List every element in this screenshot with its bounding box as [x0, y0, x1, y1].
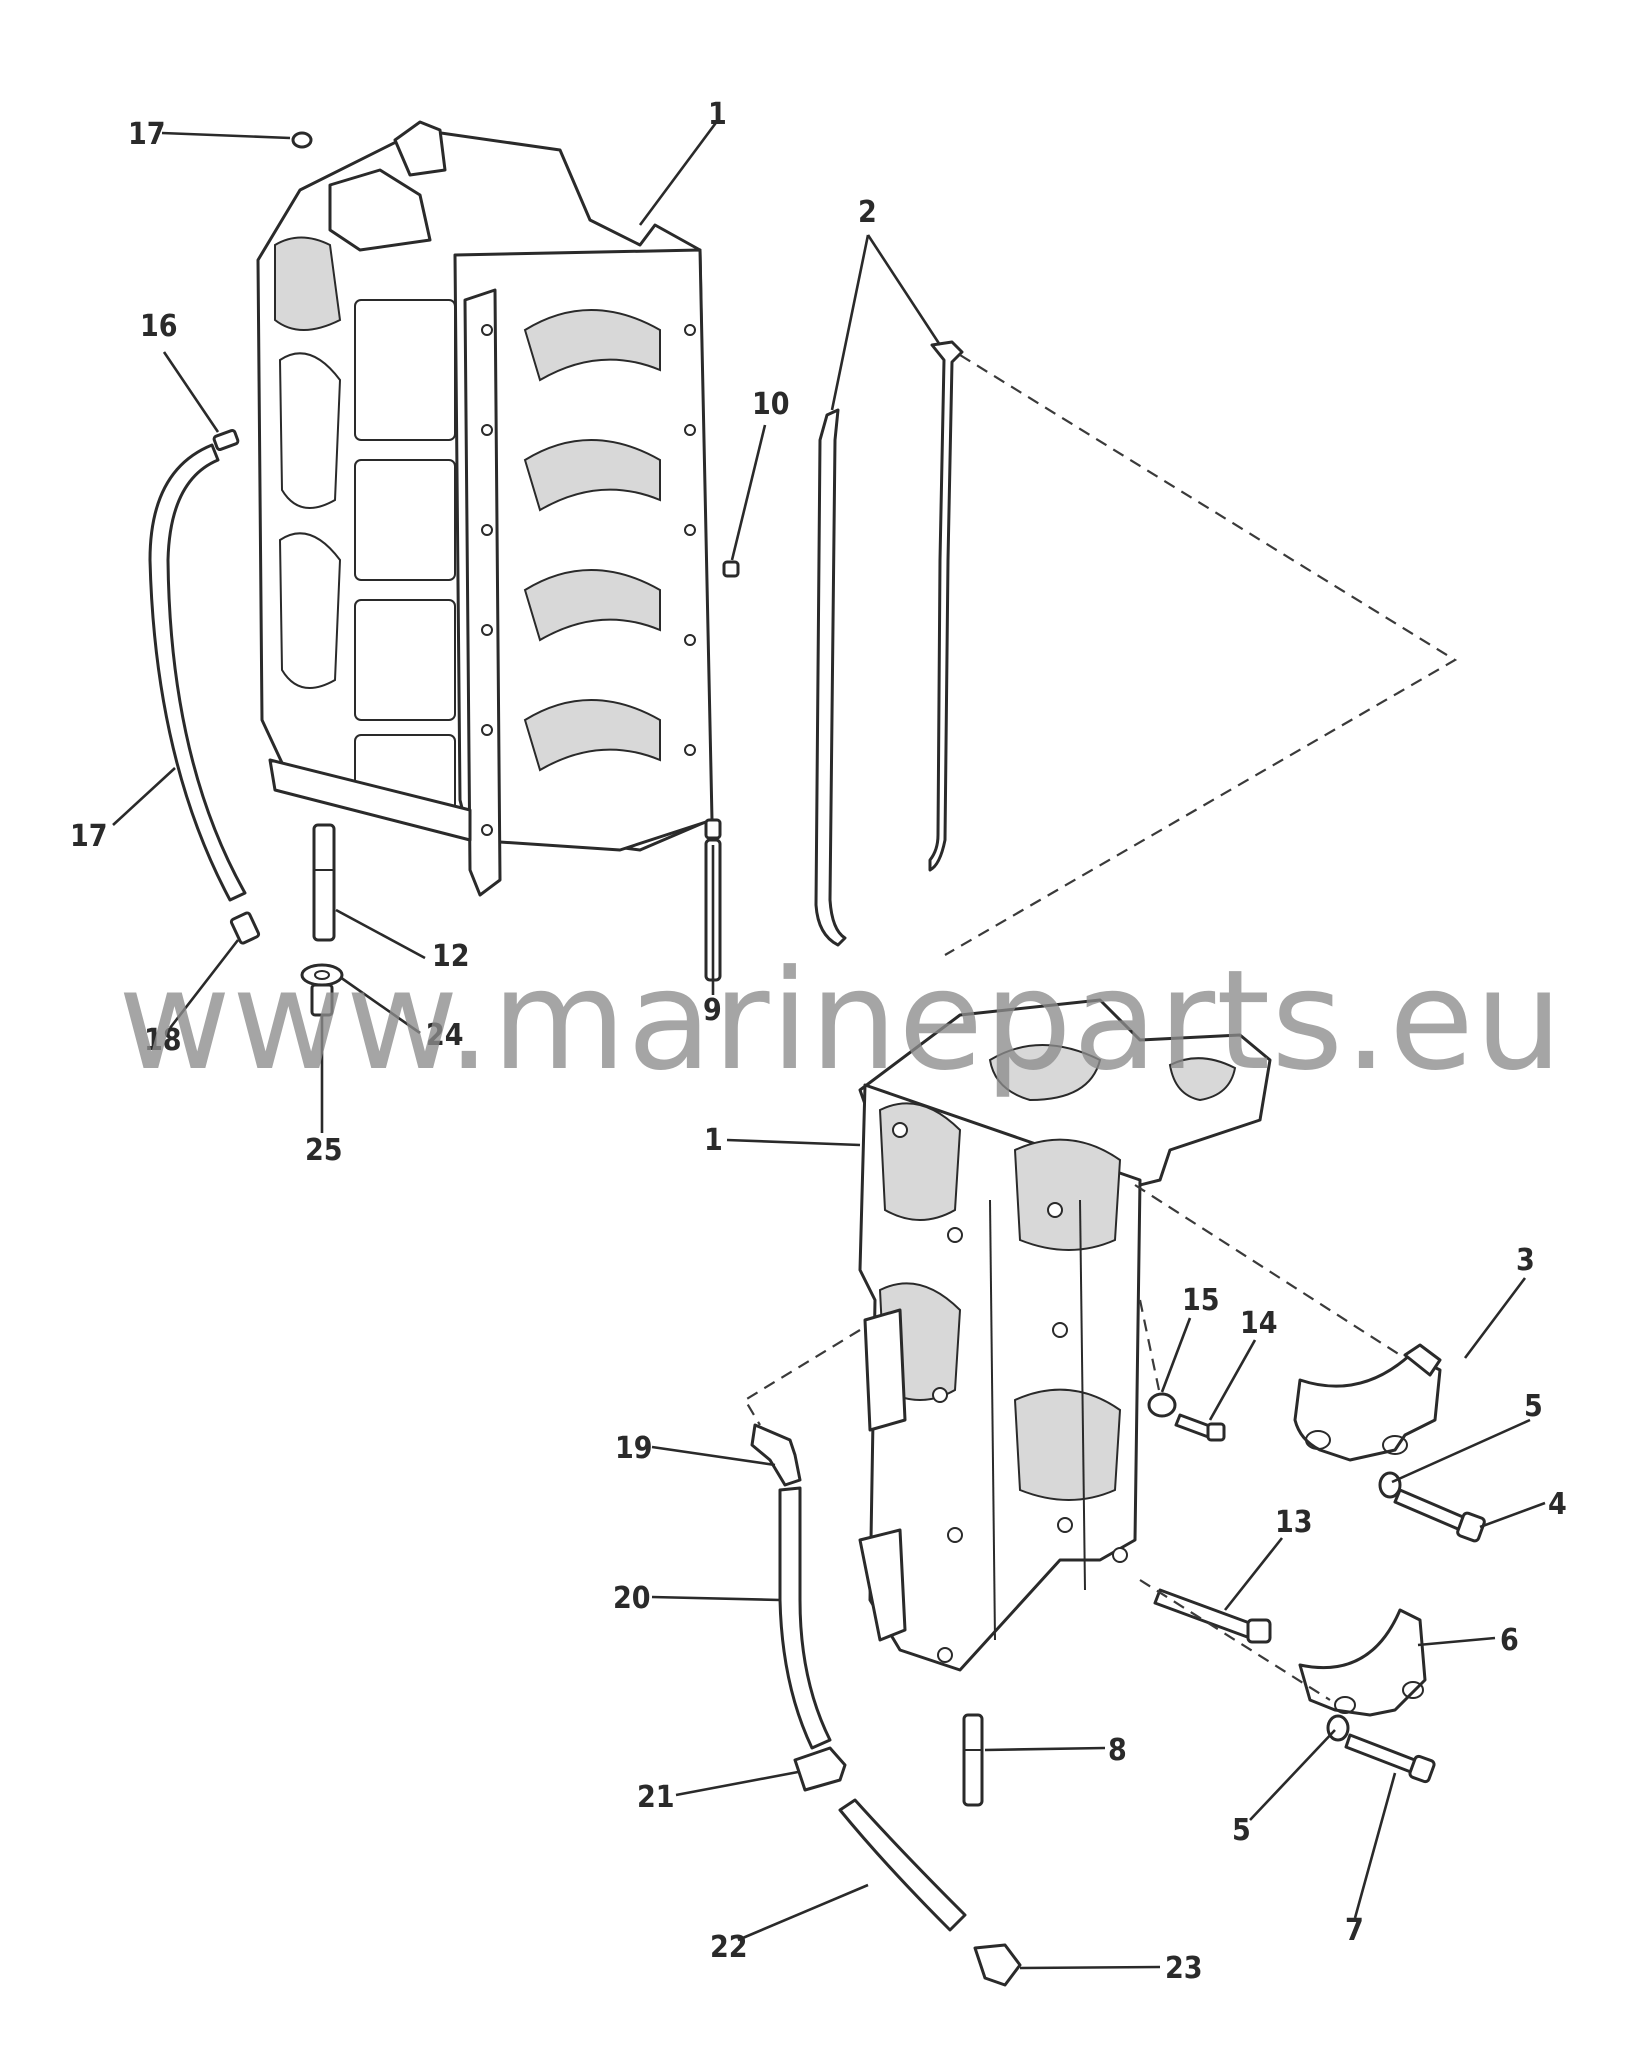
hose-20	[778, 1486, 832, 1750]
dowel-12	[312, 823, 336, 942]
callout-22: 22	[710, 1930, 748, 1965]
bolt-13	[1153, 1588, 1272, 1644]
callout-6: 6	[1500, 1623, 1519, 1658]
callout-16: 16	[140, 309, 178, 344]
callout-9: 9	[703, 993, 722, 1028]
bolt-7	[1344, 1733, 1436, 1784]
linkage-rods-2	[814, 340, 964, 947]
callout-15: 15	[1182, 1283, 1220, 1318]
callout-13: 13	[1275, 1505, 1313, 1540]
callout-1-lower: 1	[704, 1123, 723, 1158]
callout-20: 20	[613, 1581, 651, 1616]
callout-1-upper: 1	[708, 97, 727, 132]
callout-25: 25	[305, 1133, 343, 1168]
bearing-cap-3	[1293, 1343, 1442, 1462]
fitting-18	[229, 911, 261, 945]
dowel-8	[962, 1713, 984, 1807]
callout-2: 2	[858, 195, 877, 230]
callout-10: 10	[752, 387, 790, 422]
cylinder-block-lower	[858, 998, 1272, 1672]
plug-10	[722, 560, 740, 578]
hose-17	[148, 443, 247, 902]
washer-5-lower	[1326, 1714, 1350, 1742]
washer-24	[300, 963, 344, 987]
callout-12: 12	[432, 939, 470, 974]
alignment-lines	[743, 354, 1458, 1701]
callout-19: 19	[615, 1431, 653, 1466]
callout-3: 3	[1516, 1243, 1535, 1278]
callout-14: 14	[1240, 1306, 1278, 1341]
bolt-4	[1393, 1488, 1486, 1543]
callout-17-hose: 17	[70, 819, 108, 854]
plug-17	[291, 131, 313, 149]
hose-22	[838, 1798, 967, 1932]
callout-18: 18	[144, 1023, 182, 1058]
callout-24: 24	[426, 1018, 464, 1053]
callout-21: 21	[637, 1780, 675, 1815]
callout-4: 4	[1548, 1487, 1567, 1522]
callout-17-top: 17	[128, 117, 166, 152]
fitting-21	[793, 1746, 847, 1792]
cylinder-block-upper	[256, 120, 714, 897]
washer-15	[1147, 1392, 1177, 1418]
fitting-16	[212, 429, 240, 451]
leader-lines	[112, 119, 1546, 1970]
callout-labels: 17 1 2 16 10 17 12 18 24 9 25 1 3 15 14 …	[70, 97, 1567, 1986]
callout-5-lower: 5	[1232, 1813, 1251, 1848]
fitting-19	[750, 1423, 802, 1487]
callout-8: 8	[1108, 1733, 1127, 1768]
fitting-23	[973, 1943, 1022, 1987]
washer-5-upper	[1378, 1471, 1402, 1499]
callout-5-upper: 5	[1524, 1389, 1543, 1424]
callout-23: 23	[1165, 1951, 1203, 1986]
bearing-cap-6	[1298, 1608, 1427, 1717]
bolt-14	[1174, 1413, 1226, 1442]
callout-7: 7	[1345, 1913, 1364, 1948]
watermark-text: www.marineparts.eu	[118, 940, 1563, 1101]
